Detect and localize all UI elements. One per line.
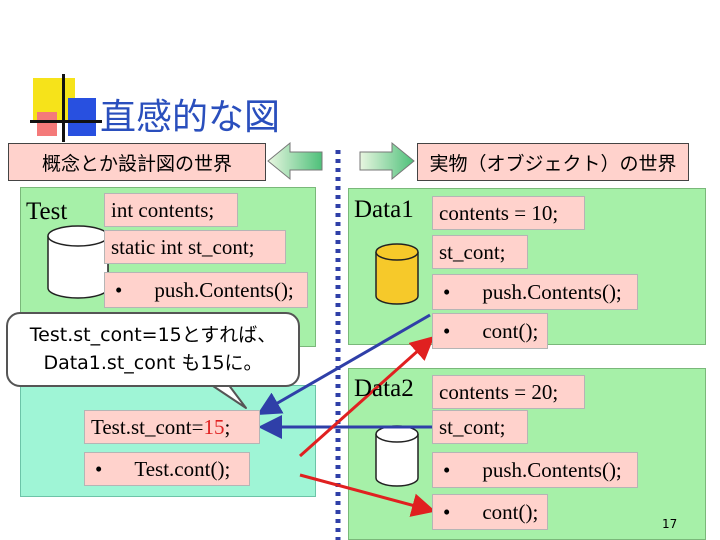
data1-field: contents = 10; — [432, 196, 585, 230]
real-world-label: 実物（オブジェクト）の世界 — [417, 143, 689, 181]
red-arrow-to-data1-cont — [299, 336, 435, 458]
red-arrow-to-data2-cont — [299, 473, 436, 517]
decoration-square-red — [37, 112, 57, 136]
data1-method2-text: cont(); — [482, 318, 539, 343]
call-bullet: • — [95, 456, 103, 481]
page-title: 直感的な図 — [100, 97, 281, 138]
data2-method2: • cont(); — [432, 494, 548, 530]
data1-method-bullet: • — [443, 279, 451, 304]
class-static-field-text: static int st_cont; — [111, 234, 255, 259]
data2-static-field-text: st_cont; — [439, 414, 506, 439]
design-world-label: 概念とか設計図の世界 — [8, 143, 266, 181]
decoration-line-vertical — [62, 74, 65, 142]
data2-field-text: contents = 20; — [439, 379, 559, 404]
call-text: Test.cont(); — [134, 456, 231, 481]
data1-method2: • cont(); — [432, 313, 548, 349]
data1-method-text: push.Contents(); — [482, 279, 622, 304]
data1-static-field-text: st_cont; — [439, 239, 506, 264]
class-method-bullet: • — [115, 277, 123, 302]
assign-suffix: ; — [224, 414, 231, 439]
callout-line-1: Test.st_cont=15とすれば、 — [29, 324, 277, 346]
class-method-text: push.Contents(); — [154, 277, 294, 302]
data1-name: Data1 — [354, 196, 414, 223]
class-static-field: static int st_cont; — [104, 230, 286, 264]
class-field-text: int contents; — [111, 197, 215, 222]
page-number: 17 — [662, 517, 678, 531]
decoration-square-blue — [68, 98, 96, 136]
double-arrow-right — [359, 141, 415, 181]
callout-note: Test.st_cont=15とすれば、 Data1.st_cont も15に。 — [6, 312, 300, 387]
data1-static-field: st_cont; — [432, 235, 528, 269]
data2-method2-bullet: • — [443, 499, 451, 524]
data2-method-text: push.Contents(); — [482, 457, 622, 482]
data2-method2-text: cont(); — [482, 499, 539, 524]
data1-field-text: contents = 10; — [439, 200, 559, 225]
blue-arrow-data1-to-test — [256, 313, 431, 416]
callout-line-2: Data1.st_cont も15に。 — [43, 352, 263, 374]
data2-static-field: st_cont; — [432, 410, 528, 444]
data1-method: • push.Contents(); — [432, 274, 638, 310]
cylinder-data1 — [375, 243, 419, 305]
data2-field: contents = 20; — [432, 375, 585, 409]
double-arrow-left — [267, 141, 323, 181]
data2-method-bullet: • — [443, 457, 451, 482]
assign-value: 15 — [203, 414, 225, 439]
callout-pointer — [209, 383, 247, 409]
class-field: int contents; — [104, 193, 238, 227]
data2-name: Data2 — [354, 375, 414, 402]
data1-method2-bullet: • — [443, 318, 451, 343]
assign-prefix: Test.st_cont= — [91, 414, 204, 439]
decoration-line-horizontal — [30, 120, 102, 123]
cylinder-data2 — [375, 425, 419, 487]
data2-method: • push.Contents(); — [432, 452, 638, 488]
assign-statement: Test.st_cont= 15 ; — [84, 410, 260, 444]
class-method: • push.Contents(); — [104, 272, 308, 308]
cylinder-class — [47, 225, 109, 299]
call-statement: • Test.cont(); — [84, 452, 250, 486]
class-name: Test — [26, 198, 68, 225]
